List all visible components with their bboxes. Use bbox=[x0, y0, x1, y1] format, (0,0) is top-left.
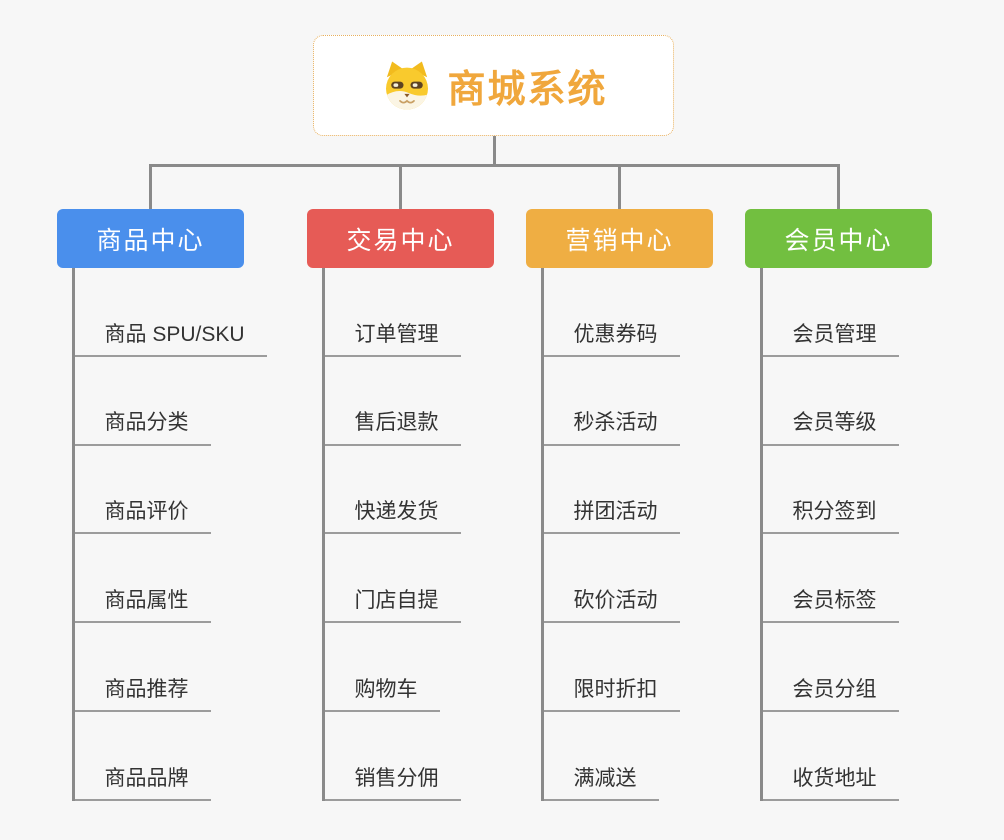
leaf-item[interactable]: 满减送 bbox=[543, 712, 680, 801]
branch-node[interactable]: 商品中心 bbox=[57, 209, 244, 268]
leaf-label: 商品推荐 bbox=[74, 677, 211, 712]
leaf-item[interactable]: 销售分佣 bbox=[324, 712, 461, 801]
branch-node[interactable]: 交易中心 bbox=[307, 209, 494, 268]
leaf-item[interactable]: 购物车 bbox=[324, 623, 461, 712]
leaf-label: 商品分类 bbox=[74, 410, 211, 446]
branch-node-label: 会员中心 bbox=[784, 226, 893, 255]
leaf-label: 会员标签 bbox=[762, 588, 899, 624]
leaf-item[interactable]: 会员管理 bbox=[762, 268, 899, 357]
branch-node-label: 营销中心 bbox=[565, 226, 674, 255]
connector-branch-drop bbox=[149, 164, 152, 210]
leaf-label: 商品 SPU/SKU bbox=[74, 322, 267, 357]
leaf-label: 会员等级 bbox=[762, 410, 899, 446]
leaf-item[interactable]: 售后退款 bbox=[324, 357, 461, 446]
leaf-label: 满减送 bbox=[543, 766, 659, 801]
leaf-label: 会员分组 bbox=[762, 677, 899, 712]
root-title: 商城系统 bbox=[447, 69, 608, 111]
leaf-item[interactable]: 限时折扣 bbox=[543, 623, 680, 712]
leaf-label: 限时折扣 bbox=[543, 677, 680, 712]
leaf-item[interactable]: 商品品牌 bbox=[74, 712, 267, 801]
leaf-item[interactable]: 积分签到 bbox=[762, 446, 899, 535]
leaf-item[interactable]: 会员分组 bbox=[762, 623, 899, 712]
leaf-item[interactable]: 会员等级 bbox=[762, 357, 899, 446]
leaf-column: 商品 SPU/SKU 商品分类商品评价商品属性商品推荐商品品牌 bbox=[71, 268, 267, 801]
leaf-label: 拼团活动 bbox=[543, 499, 680, 535]
leaf-item[interactable]: 拼团活动 bbox=[543, 446, 680, 535]
leaf-item[interactable]: 门店自提 bbox=[324, 534, 461, 624]
leaf-item[interactable]: 商品评价 bbox=[74, 446, 267, 535]
leaf-label: 门店自提 bbox=[324, 588, 461, 624]
leaf-label: 会员管理 bbox=[762, 322, 899, 357]
branch-node-label: 商品中心 bbox=[96, 226, 205, 255]
leaf-item[interactable]: 订单管理 bbox=[324, 268, 461, 357]
leaf-column: 订单管理售后退款快递发货门店自提购物车销售分佣 bbox=[321, 268, 461, 801]
leaf-item[interactable]: 会员标签 bbox=[762, 534, 899, 624]
leaf-item[interactable]: 收货地址 bbox=[762, 712, 899, 801]
leaf-item[interactable]: 快递发货 bbox=[324, 446, 461, 535]
leaf-label: 秒杀活动 bbox=[543, 410, 680, 446]
dog-face-icon bbox=[386, 61, 429, 110]
connector-root-stem bbox=[493, 136, 496, 166]
leaf-label: 售后退款 bbox=[324, 410, 461, 446]
leaf-label: 销售分佣 bbox=[324, 766, 461, 801]
leaf-label: 积分签到 bbox=[762, 499, 899, 535]
connector-horizontal-bar bbox=[149, 164, 840, 167]
branch-node-label: 交易中心 bbox=[346, 226, 455, 255]
leaf-label: 购物车 bbox=[324, 677, 440, 712]
leaf-item[interactable]: 商品属性 bbox=[74, 534, 267, 624]
leaf-item[interactable]: 商品分类 bbox=[74, 357, 267, 446]
leaf-label: 商品品牌 bbox=[74, 766, 211, 801]
connector-branch-drop bbox=[399, 164, 402, 210]
connector-branch-drop bbox=[837, 164, 840, 210]
leaf-item[interactable]: 优惠券码 bbox=[543, 268, 680, 357]
leaf-column: 优惠券码秒杀活动拼团活动砍价活动限时折扣满减送 bbox=[540, 268, 680, 801]
leaf-item[interactable]: 砍价活动 bbox=[543, 534, 680, 624]
leaf-label: 砍价活动 bbox=[543, 588, 680, 624]
connector-branch-drop bbox=[618, 164, 621, 210]
leaf-item[interactable]: 商品推荐 bbox=[74, 623, 267, 712]
leaf-item[interactable]: 秒杀活动 bbox=[543, 357, 680, 446]
leaf-column: 会员管理会员等级积分签到会员标签会员分组收货地址 bbox=[759, 268, 899, 801]
branch-node[interactable]: 营销中心 bbox=[526, 209, 713, 268]
leaf-label: 优惠券码 bbox=[543, 322, 680, 357]
leaf-label: 商品评价 bbox=[74, 499, 211, 535]
root-node[interactable]: 商城系统 bbox=[313, 35, 674, 136]
leaf-label: 收货地址 bbox=[762, 766, 899, 801]
branch-node[interactable]: 会员中心 bbox=[745, 209, 932, 268]
leaf-label: 商品属性 bbox=[74, 588, 211, 624]
leaf-label: 快递发货 bbox=[324, 499, 461, 535]
leaf-item[interactable]: 商品 SPU/SKU bbox=[74, 268, 267, 357]
leaf-label: 订单管理 bbox=[324, 322, 461, 357]
